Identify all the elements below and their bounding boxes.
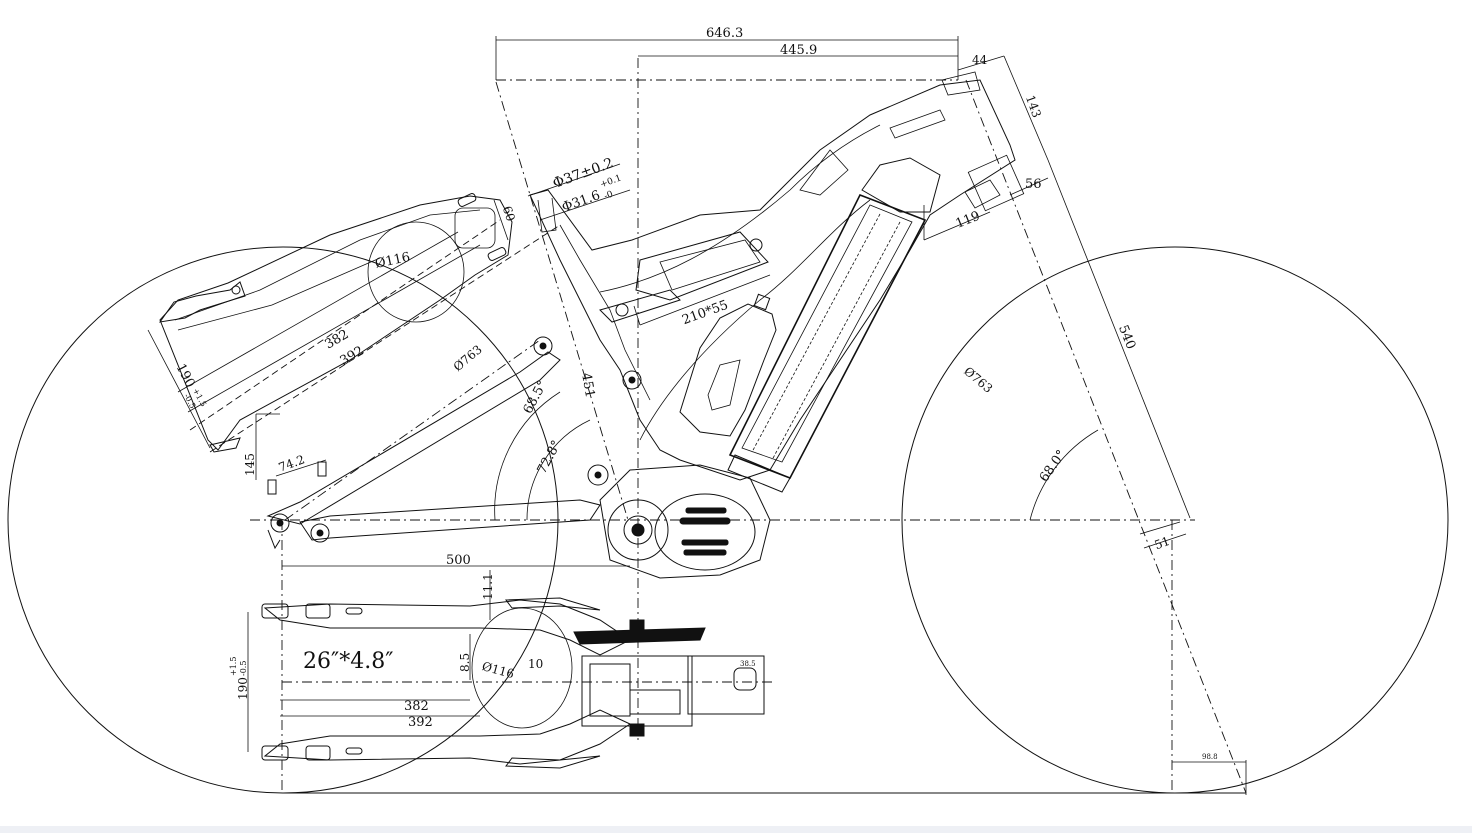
- motor-size-label: 38.5: [740, 660, 756, 668]
- dim-382-label: 382: [322, 327, 351, 352]
- seatpost-tol-upper: +0.1: [599, 173, 623, 190]
- bottom-strip: [0, 826, 1472, 833]
- seat-angle-2-label: 72.8°: [535, 438, 565, 476]
- top-view-swingarm: [261, 597, 632, 769]
- seatpost-tol-lower: -0: [603, 190, 615, 202]
- battery: [727, 157, 941, 493]
- dim-head-top: 44 143: [957, 53, 1049, 161]
- dim-143-label: 143: [1023, 93, 1044, 119]
- seat-angle-arcs: 68.5° 72.8° 451: [494, 372, 597, 521]
- top-190-tol-upper: +1.5: [229, 657, 238, 676]
- head-angle-arc: 68.0°: [1029, 429, 1099, 521]
- construction-lines: [189, 58, 1247, 794]
- dim-445-label: 445.9: [780, 43, 817, 58]
- dim-44-label: 44: [972, 53, 988, 67]
- dim-trail: 98.8: [1172, 753, 1247, 795]
- dim-116-label: Ø116: [374, 250, 412, 272]
- seat-angle-1-label: 68.5°: [521, 378, 551, 416]
- top-11-label: 11.1: [481, 573, 495, 600]
- rear-wheel-dia-label: Ø763: [451, 342, 485, 374]
- main-frame: [529, 71, 1016, 486]
- dim-190-label: 190: [173, 361, 198, 390]
- shock-size-label: 210*55: [680, 298, 730, 328]
- top-392-label: 392: [408, 715, 433, 730]
- mid-drive-motor: [599, 464, 771, 579]
- trail-label: 98.8: [1202, 753, 1218, 761]
- top-190-label: 190: [236, 677, 250, 700]
- dim-top-length: 646.3: [495, 26, 959, 80]
- dim-646-label: 646.3: [706, 26, 743, 41]
- dim-51-label: 51: [1153, 534, 1172, 552]
- seatpost-dia-label: Φ31.6: [560, 188, 602, 216]
- dim-119-label: 119: [954, 209, 983, 232]
- head-angle-label: 68.0°: [1037, 447, 1070, 485]
- dim-dropout: 145 74.2: [243, 413, 327, 480]
- dim-chainstay: 500: [282, 553, 630, 568]
- tire-size-label: 26″*4.8″: [303, 649, 393, 674]
- dim-145-label: 145: [243, 453, 257, 476]
- swingarm-upper: [158, 193, 513, 453]
- dim-rear-stays: 382 392 190 +1.5 -0.5 Ø116 60: [147, 199, 518, 449]
- seat-length-label: 451: [578, 372, 597, 399]
- water-bottle: [679, 293, 777, 437]
- top-190-tol-lower: -0.5: [239, 661, 248, 676]
- dim-fork-length: 540 51: [1047, 159, 1191, 552]
- top-382-label: 382: [404, 699, 429, 714]
- dim-60-label: 60: [500, 204, 518, 223]
- dim-500-label: 500: [446, 553, 471, 568]
- dim-56-label: 56: [1025, 177, 1042, 192]
- dim-392-label: 392: [338, 344, 367, 369]
- top-view-dims: 26″*4.8″ 190 +1.5 -0.5 382 392 Ø116 11.1…: [229, 570, 543, 752]
- top-view-drivetrain: 38.5: [573, 619, 765, 737]
- top-10-label: 10: [528, 657, 543, 671]
- top-116-label: Ø116: [480, 659, 515, 681]
- chain-stay: [266, 336, 601, 550]
- dim-reach: 445.9: [638, 43, 958, 58]
- top-85-label: 8.5: [458, 653, 472, 672]
- dim-head-56-119: 56 119: [923, 154, 1049, 241]
- seat-tube-dims: Φ37±0.2 Φ31.6 +0.1 -0: [527, 155, 631, 221]
- front-wheel-dia-label: Ø763: [961, 364, 995, 396]
